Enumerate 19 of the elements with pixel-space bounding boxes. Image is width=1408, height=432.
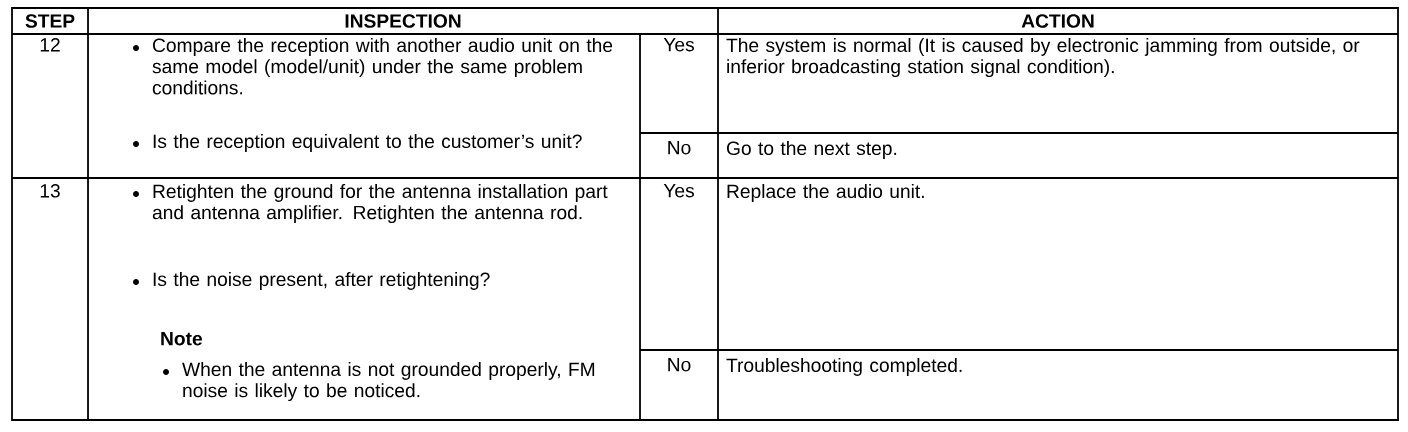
action-text: Go to the next step. bbox=[727, 141, 897, 159]
answer-text: No bbox=[668, 141, 691, 155]
step-number: 13 bbox=[40, 184, 60, 198]
inspection-text: Compare the reception with another audio unit on the same model (model/unit) under the same problem conditions. bbox=[152, 38, 613, 95]
note-heading: Note bbox=[161, 332, 202, 346]
note-text: When the antenna is not grounded properly, FM noise is likely to be noticed. bbox=[182, 362, 595, 402]
step-number: 12 bbox=[40, 38, 60, 52]
action-text: The system is normal (It is caused by electronic jamming from outside, or inferior broadcasting station signal condition). bbox=[726, 38, 1360, 78]
column-header: INSPECTION bbox=[345, 14, 461, 28]
answer-text: No bbox=[668, 358, 691, 372]
column-header: STEP bbox=[25, 14, 75, 28]
column-header: ACTION bbox=[1021, 14, 1094, 28]
inspection-text: Is the reception equivalent to the customer’s unit? bbox=[153, 134, 582, 152]
inspection-text: Is the noise present, after retightening? bbox=[153, 272, 490, 290]
answer-text: Yes bbox=[663, 184, 694, 198]
action-text: Troubleshooting completed. bbox=[726, 358, 962, 376]
answer-text: Yes bbox=[663, 38, 694, 52]
action-text: Replace the audio unit. bbox=[727, 184, 924, 202]
inspection-text: Retighten the ground for the antenna installation part and antenna amplifier. Retighten the antenna rod. bbox=[152, 184, 608, 224]
